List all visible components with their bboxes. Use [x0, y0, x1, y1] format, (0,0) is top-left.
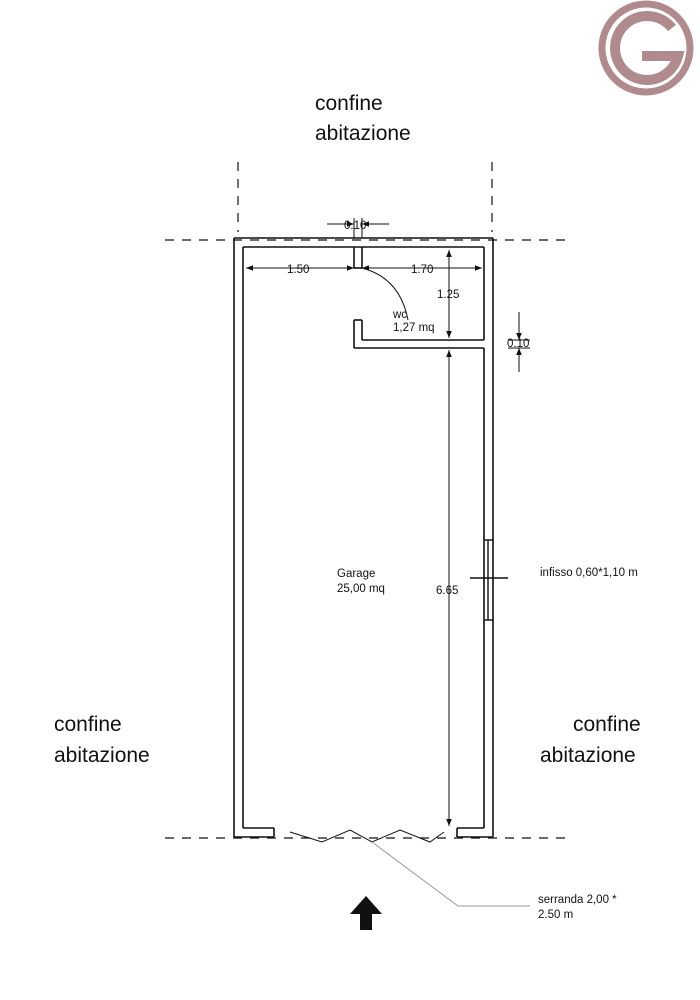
window-infisso — [470, 539, 508, 621]
right-boundary-line2: abitazione — [540, 744, 636, 767]
dim-right-segment: 1.70 — [411, 264, 433, 276]
left-boundary-line2: abitazione — [54, 744, 150, 767]
dim-wc-depth: 1.25 — [437, 289, 459, 301]
left-boundary-label: confine abitazione — [54, 713, 150, 767]
top-boundary-line2: abitazione — [315, 122, 411, 145]
dim-wall-top: 0.10 — [344, 220, 366, 232]
g-logo-icon — [598, 0, 694, 96]
dim-left-segment: 1.50 — [287, 264, 309, 276]
right-boundary-line1: confine — [573, 713, 641, 736]
right-boundary-label: confine abitazione — [540, 713, 641, 767]
wc-area: 1,27 mq — [393, 322, 435, 334]
garage-area: 25,00 mq — [337, 583, 385, 595]
shutter-leader-line — [371, 841, 530, 907]
garage-name: Garage — [337, 568, 375, 580]
walls — [233, 237, 494, 838]
window-label: infisso 0,60*1,10 m — [540, 567, 638, 579]
dim-garage-length: 6.65 — [436, 585, 458, 597]
dimension-lines — [246, 218, 530, 826]
shutter-label-line2: 2.50 m — [538, 909, 573, 921]
top-boundary-label: confine abitazione — [315, 92, 411, 145]
shutter-label-line1: serranda 2,00 * — [538, 894, 617, 906]
property-boundary-lines — [165, 162, 570, 839]
left-boundary-line1: confine — [54, 713, 122, 736]
dim-wall-side: 0.10 — [507, 338, 529, 350]
top-boundary-line1: confine — [315, 92, 383, 115]
arrow-up-icon — [350, 896, 382, 930]
shutter-zigzag — [289, 829, 445, 843]
wc-name: wc — [392, 309, 407, 321]
